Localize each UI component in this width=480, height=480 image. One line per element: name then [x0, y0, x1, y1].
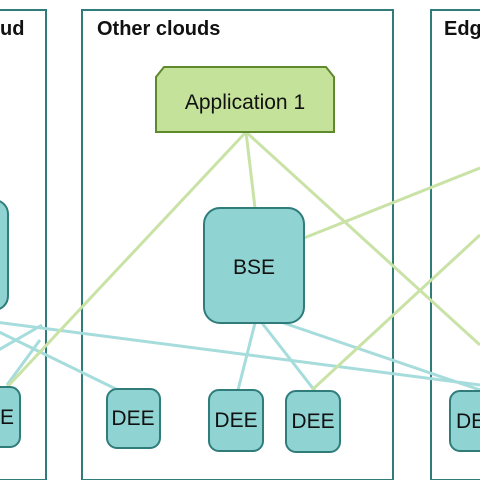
application-node[interactable]: Application 1	[155, 66, 335, 133]
dee-node-3[interactable]: DEE	[285, 390, 341, 453]
teal-line	[0, 321, 480, 387]
other-clouds-title: Other clouds	[97, 18, 220, 40]
dee-node-shape	[208, 389, 264, 452]
teal-line	[274, 318, 480, 392]
green-line	[244, 130, 480, 347]
application-node-label: Application 1	[185, 91, 305, 114]
dee-node-label: DEE	[291, 410, 334, 433]
dee-node-label: DE	[456, 410, 480, 433]
application-node-shape	[155, 66, 335, 133]
green-line	[303, 166, 480, 240]
green-line	[0, 130, 248, 397]
other-clouds-frame	[81, 9, 394, 480]
dee-node-shape	[0, 386, 21, 448]
teal-line	[236, 322, 257, 391]
left-bse-node[interactable]	[0, 200, 9, 310]
edge-frame	[430, 9, 480, 480]
green-connections	[0, 130, 480, 397]
dee-node-1[interactable]: DEE	[106, 388, 161, 449]
bse-node-shape	[203, 207, 305, 324]
dee-node-label: DEE	[214, 409, 257, 432]
dee-node-left-edge[interactable]: E	[0, 386, 21, 448]
left-cloud-frame	[0, 9, 47, 480]
teal-line	[5, 339, 42, 386]
teal-connections	[0, 318, 480, 392]
dee-node-label: E	[0, 406, 14, 429]
green-line	[310, 233, 480, 392]
dee-node-shape	[285, 390, 341, 453]
edge-title: Edg	[444, 18, 480, 40]
bse-node-label: BSE	[233, 256, 275, 279]
dee-node-shape	[106, 388, 161, 449]
teal-line	[260, 322, 317, 392]
green-line	[244, 131, 257, 209]
bse-node[interactable]: BSE	[203, 207, 305, 324]
dee-node-label: DEE	[111, 407, 154, 430]
teal-line	[0, 323, 43, 351]
dee-node-2[interactable]: DEE	[208, 389, 264, 452]
dee-node-right-edge[interactable]: DE	[449, 390, 480, 452]
left-cloud-title: ud	[0, 18, 24, 40]
dee-node-shape	[449, 390, 480, 452]
